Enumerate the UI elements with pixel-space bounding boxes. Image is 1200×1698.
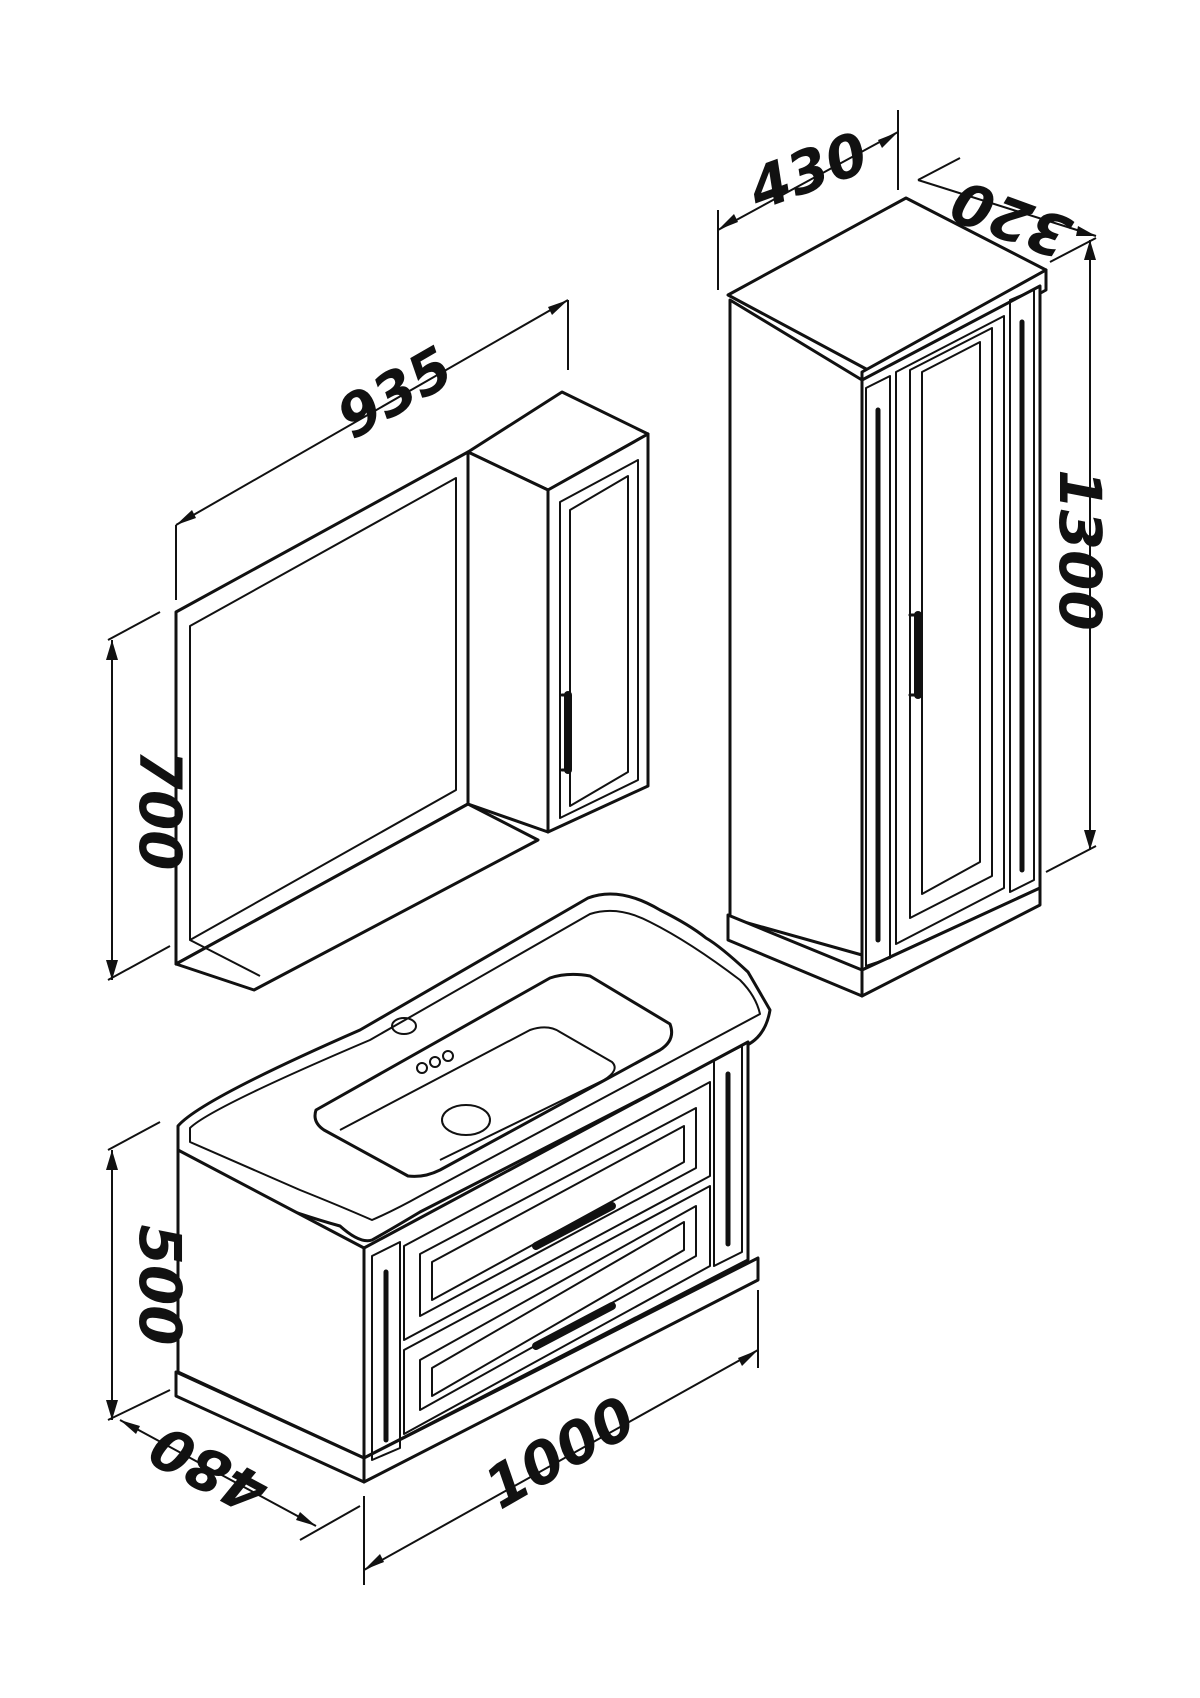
column-door	[895, 315, 1005, 945]
column-front	[860, 284, 1042, 972]
drain	[441, 1104, 491, 1136]
mirror-shelf	[174, 802, 540, 992]
dimension-500: 500	[106, 1121, 194, 1421]
dim-label-935: 935	[326, 333, 465, 452]
drawer-handle-top	[532, 1202, 616, 1250]
vanity-drawer-bottom	[403, 1185, 711, 1435]
dimension-700: 700	[106, 611, 194, 981]
column-side	[728, 298, 864, 957]
tall-column-cabinet	[726, 196, 1048, 998]
column-handle	[908, 611, 922, 699]
drawer-handle-bottom	[532, 1302, 616, 1350]
dim-label-1300: 1300	[1046, 469, 1114, 630]
basin-bowl	[313, 972, 674, 1178]
side-cabinet-handle	[560, 691, 572, 774]
tap-hole	[391, 1017, 417, 1035]
dim-label-500: 500	[126, 1224, 194, 1345]
dim-label-700: 700	[126, 749, 194, 870]
dimension-1300: 1300	[1045, 237, 1114, 873]
dim-label-430: 430	[739, 119, 877, 225]
vanity-unit	[174, 892, 772, 1484]
side-cabinet-side	[466, 450, 550, 834]
mirror-glass	[189, 477, 457, 941]
side-cabinet-door	[546, 432, 650, 834]
vanity-drawer-top	[403, 1081, 711, 1341]
vanity-front	[362, 1040, 750, 1460]
mirror-cabinet	[174, 390, 650, 992]
